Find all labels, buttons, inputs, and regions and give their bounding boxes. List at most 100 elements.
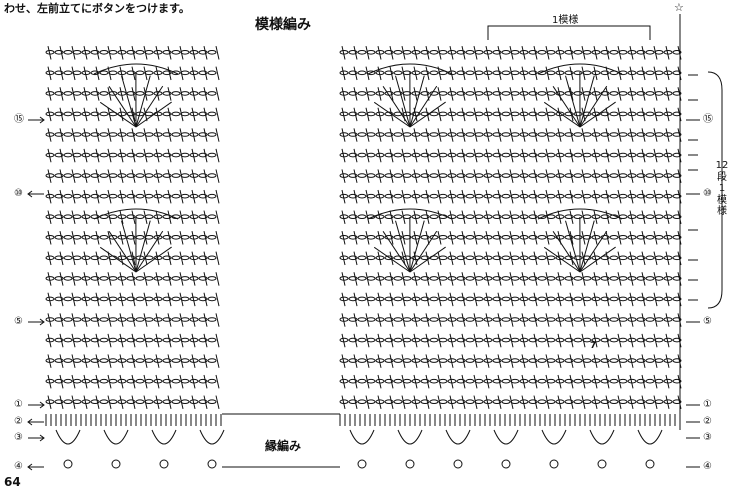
chain-stitch: [144, 70, 154, 76]
stitch-mark: [167, 374, 172, 389]
chain-stitch: [600, 214, 610, 220]
chain-stitch: [564, 91, 574, 96]
chain-stitch: [366, 111, 376, 117]
stitch-mark: [605, 148, 610, 163]
stitch-mark: [521, 148, 526, 163]
chain-stitch: [99, 132, 109, 137]
chain-stitch: [420, 49, 430, 55]
chain-stitch: [108, 358, 118, 363]
stitch-mark: [179, 210, 184, 225]
stitch-mark: [389, 169, 394, 183]
chain-stitch: [144, 193, 154, 199]
chain-stitch: [99, 234, 109, 240]
stitch-mark: [179, 313, 184, 327]
fan-stitch: [395, 220, 411, 273]
edge-scallop: [445, 429, 471, 445]
chain-stitch: [456, 214, 466, 220]
stitch-mark: [521, 333, 526, 348]
stitch-mark: [605, 189, 610, 204]
chain-stitch: [357, 152, 367, 158]
stitch-mark: [59, 46, 64, 60]
chain-stitch: [162, 152, 172, 158]
chain-stitch: [420, 276, 430, 281]
stitch-mark: [83, 107, 88, 122]
stitch-mark: [593, 395, 598, 410]
chain-stitch: [126, 70, 136, 76]
stitch-mark: [155, 272, 160, 286]
chain-stitch: [63, 276, 73, 281]
stitch-mark: [167, 66, 172, 81]
stitch-mark: [203, 231, 208, 245]
chain-stitch: [402, 399, 412, 405]
chain-stitch: [510, 111, 520, 117]
picot: [63, 459, 73, 469]
chain-stitch: [474, 399, 484, 405]
stitch-mark: [341, 148, 346, 163]
arrow-head: [39, 318, 45, 326]
chain-stitch: [474, 276, 484, 281]
chain-stitch: [618, 276, 628, 281]
stitch-mark: [641, 272, 646, 286]
stitch-mark: [449, 189, 454, 204]
chain-stitch: [573, 296, 583, 302]
chain-stitch: [636, 234, 646, 240]
chain-stitch: [528, 132, 538, 137]
chain-stitch: [546, 317, 556, 322]
stitch-mark: [629, 210, 634, 225]
stitch-mark: [449, 333, 454, 348]
chain-stitch: [492, 255, 502, 261]
chain-stitch: [492, 296, 502, 302]
stitch-mark: [437, 251, 442, 266]
chain-stitch: [393, 70, 403, 76]
chain-stitch: [198, 234, 208, 240]
chain-stitch: [600, 152, 610, 158]
stitch-mark: [353, 169, 358, 183]
stitch-mark: [473, 354, 478, 368]
chain-stitch: [144, 337, 154, 343]
stitch-mark: [473, 251, 478, 266]
chain-stitch: [528, 255, 538, 261]
stitch-mark: [59, 374, 64, 389]
stitch-mark: [641, 333, 646, 348]
chain-stitch: [618, 378, 628, 384]
stitch-mark: [425, 333, 430, 348]
chain-stitch: [618, 358, 628, 363]
chain-stitch: [429, 296, 439, 302]
stitch-mark: [353, 395, 358, 410]
stitch-mark: [437, 292, 442, 307]
stitch-mark: [341, 169, 346, 183]
row-marker-label: ③: [703, 432, 712, 443]
chain-stitch: [171, 132, 181, 137]
chain-stitch: [636, 49, 646, 55]
stitch-mark: [449, 374, 454, 389]
chain-stitch: [537, 234, 547, 240]
chain-stitch: [393, 255, 403, 261]
chain-stitch: [171, 70, 181, 76]
stitch-mark: [497, 107, 502, 122]
stitch-mark: [449, 231, 454, 245]
chain-stitch: [63, 317, 73, 322]
stitch-mark: [47, 128, 52, 142]
chain-stitch: [537, 399, 547, 405]
chain-stitch: [393, 49, 403, 55]
stitch-mark: [617, 374, 622, 389]
chain-stitch: [582, 49, 592, 55]
chain-stitch: [126, 173, 136, 178]
stitch-mark: [341, 395, 346, 410]
stitch-mark: [617, 333, 622, 348]
stitch-mark: [377, 292, 382, 307]
edge-scallop: [55, 429, 81, 445]
stitch-mark: [377, 87, 382, 101]
chain-stitch: [72, 152, 82, 158]
stitch-mark: [143, 292, 148, 307]
stitch-mark: [59, 66, 64, 81]
stitch-mark: [437, 374, 442, 389]
stitch-mark: [581, 333, 586, 348]
fan-stitch: [552, 231, 581, 273]
chain-stitch: [582, 399, 592, 405]
stitch-mark: [461, 313, 466, 327]
chain-stitch: [207, 296, 217, 302]
chain-stitch: [609, 317, 619, 322]
chain-stitch: [366, 234, 376, 240]
